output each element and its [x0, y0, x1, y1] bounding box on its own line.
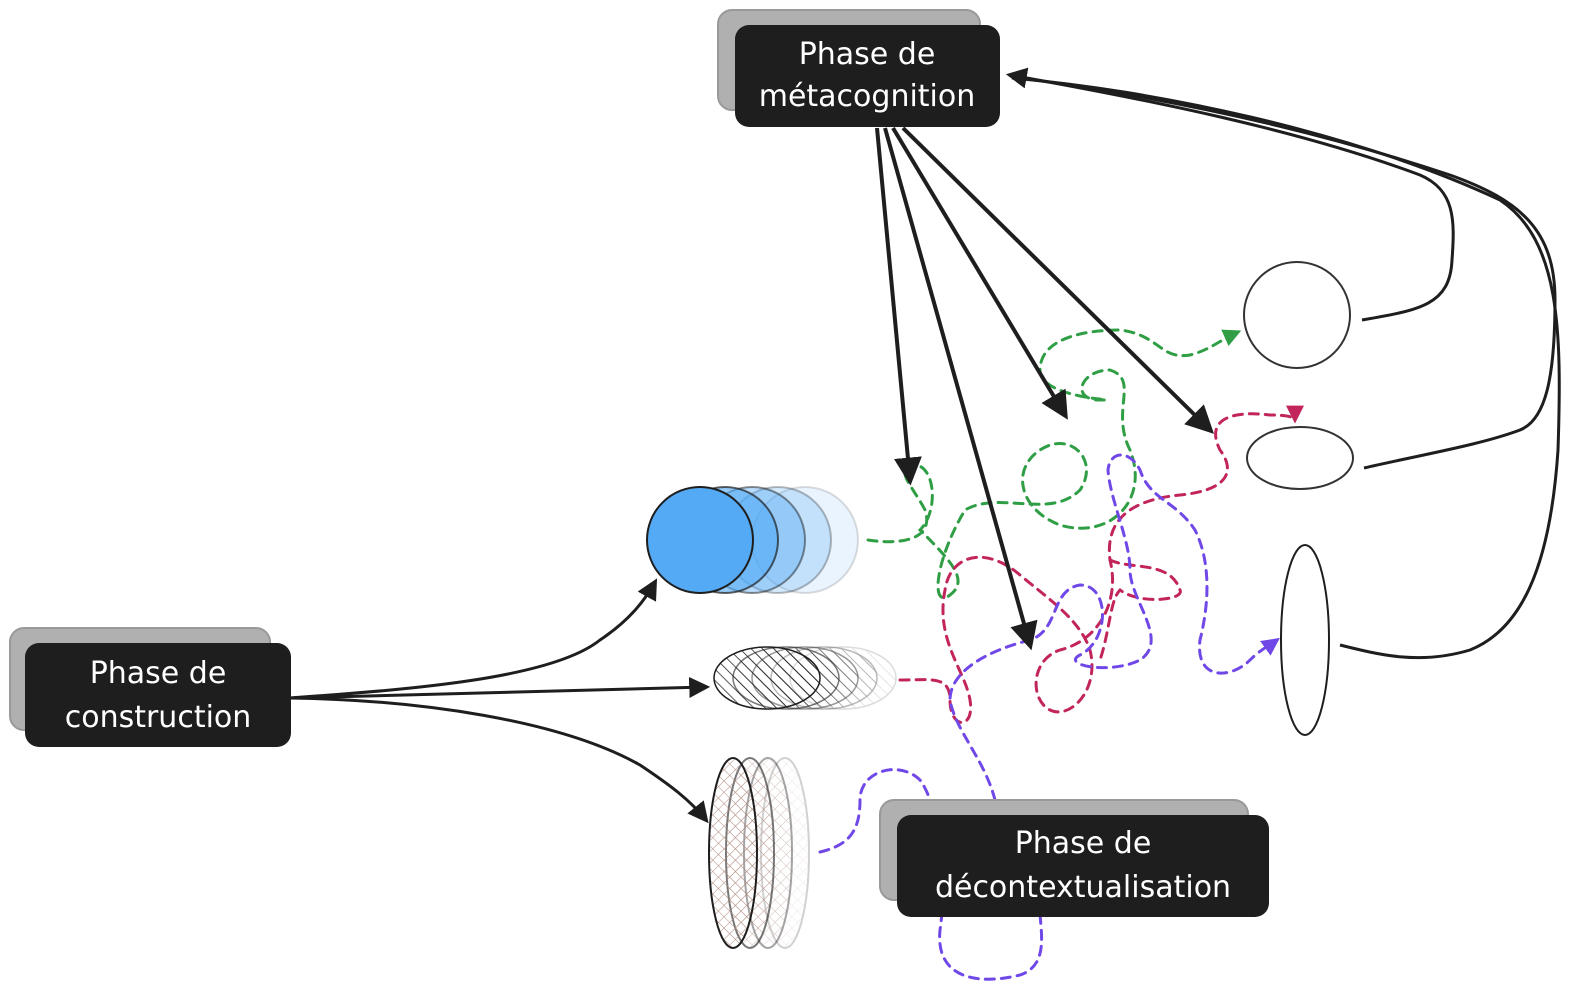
node-construction-line1: Phase de: [90, 656, 227, 691]
hatched-ellipses-group: [713, 646, 897, 710]
line-circle-to-meta: [1005, 67, 1455, 322]
node-metacognition-line1: Phase de: [799, 37, 936, 72]
node-decontextualisation-line1: Phase de: [1015, 826, 1152, 861]
target-ellipse: [1246, 426, 1354, 490]
arrow-construction-to-vertical: [289, 696, 709, 824]
arrow-construction-to-hatched: [289, 676, 711, 700]
target-vertical-ellipse: [1280, 544, 1330, 736]
node-decontextualisation-line2: décontextualisation: [935, 870, 1231, 905]
node-construction-line2: construction: [65, 700, 252, 735]
arrow-meta-1: [875, 127, 922, 486]
purple-dashed-path-upper: [948, 453, 1280, 802]
node-construction[interactable]: Phase de construction: [9, 627, 291, 747]
crimson-dashed-path: [898, 405, 1304, 724]
arrow-meta-4: [901, 126, 1214, 434]
arrow-meta-2: [883, 127, 1038, 651]
arrow-meta-3: [891, 126, 1068, 420]
green-dashed-path: [866, 328, 1242, 599]
arrow-construction-to-blue: [289, 578, 658, 700]
blue-circles-group: [646, 486, 859, 594]
line-vertical-to-meta: [1011, 76, 1561, 660]
vertical-ellipses-group: [708, 757, 810, 949]
node-decontextualisation[interactable]: Phase de décontextualisation: [879, 799, 1269, 917]
node-metacognition[interactable]: Phase de métacognition: [717, 9, 1000, 127]
line-ellipse-to-meta: [1011, 75, 1557, 470]
node-metacognition-line2: métacognition: [759, 79, 976, 114]
target-circle: [1243, 261, 1351, 369]
crimson-dashed-loop: [1098, 558, 1182, 662]
